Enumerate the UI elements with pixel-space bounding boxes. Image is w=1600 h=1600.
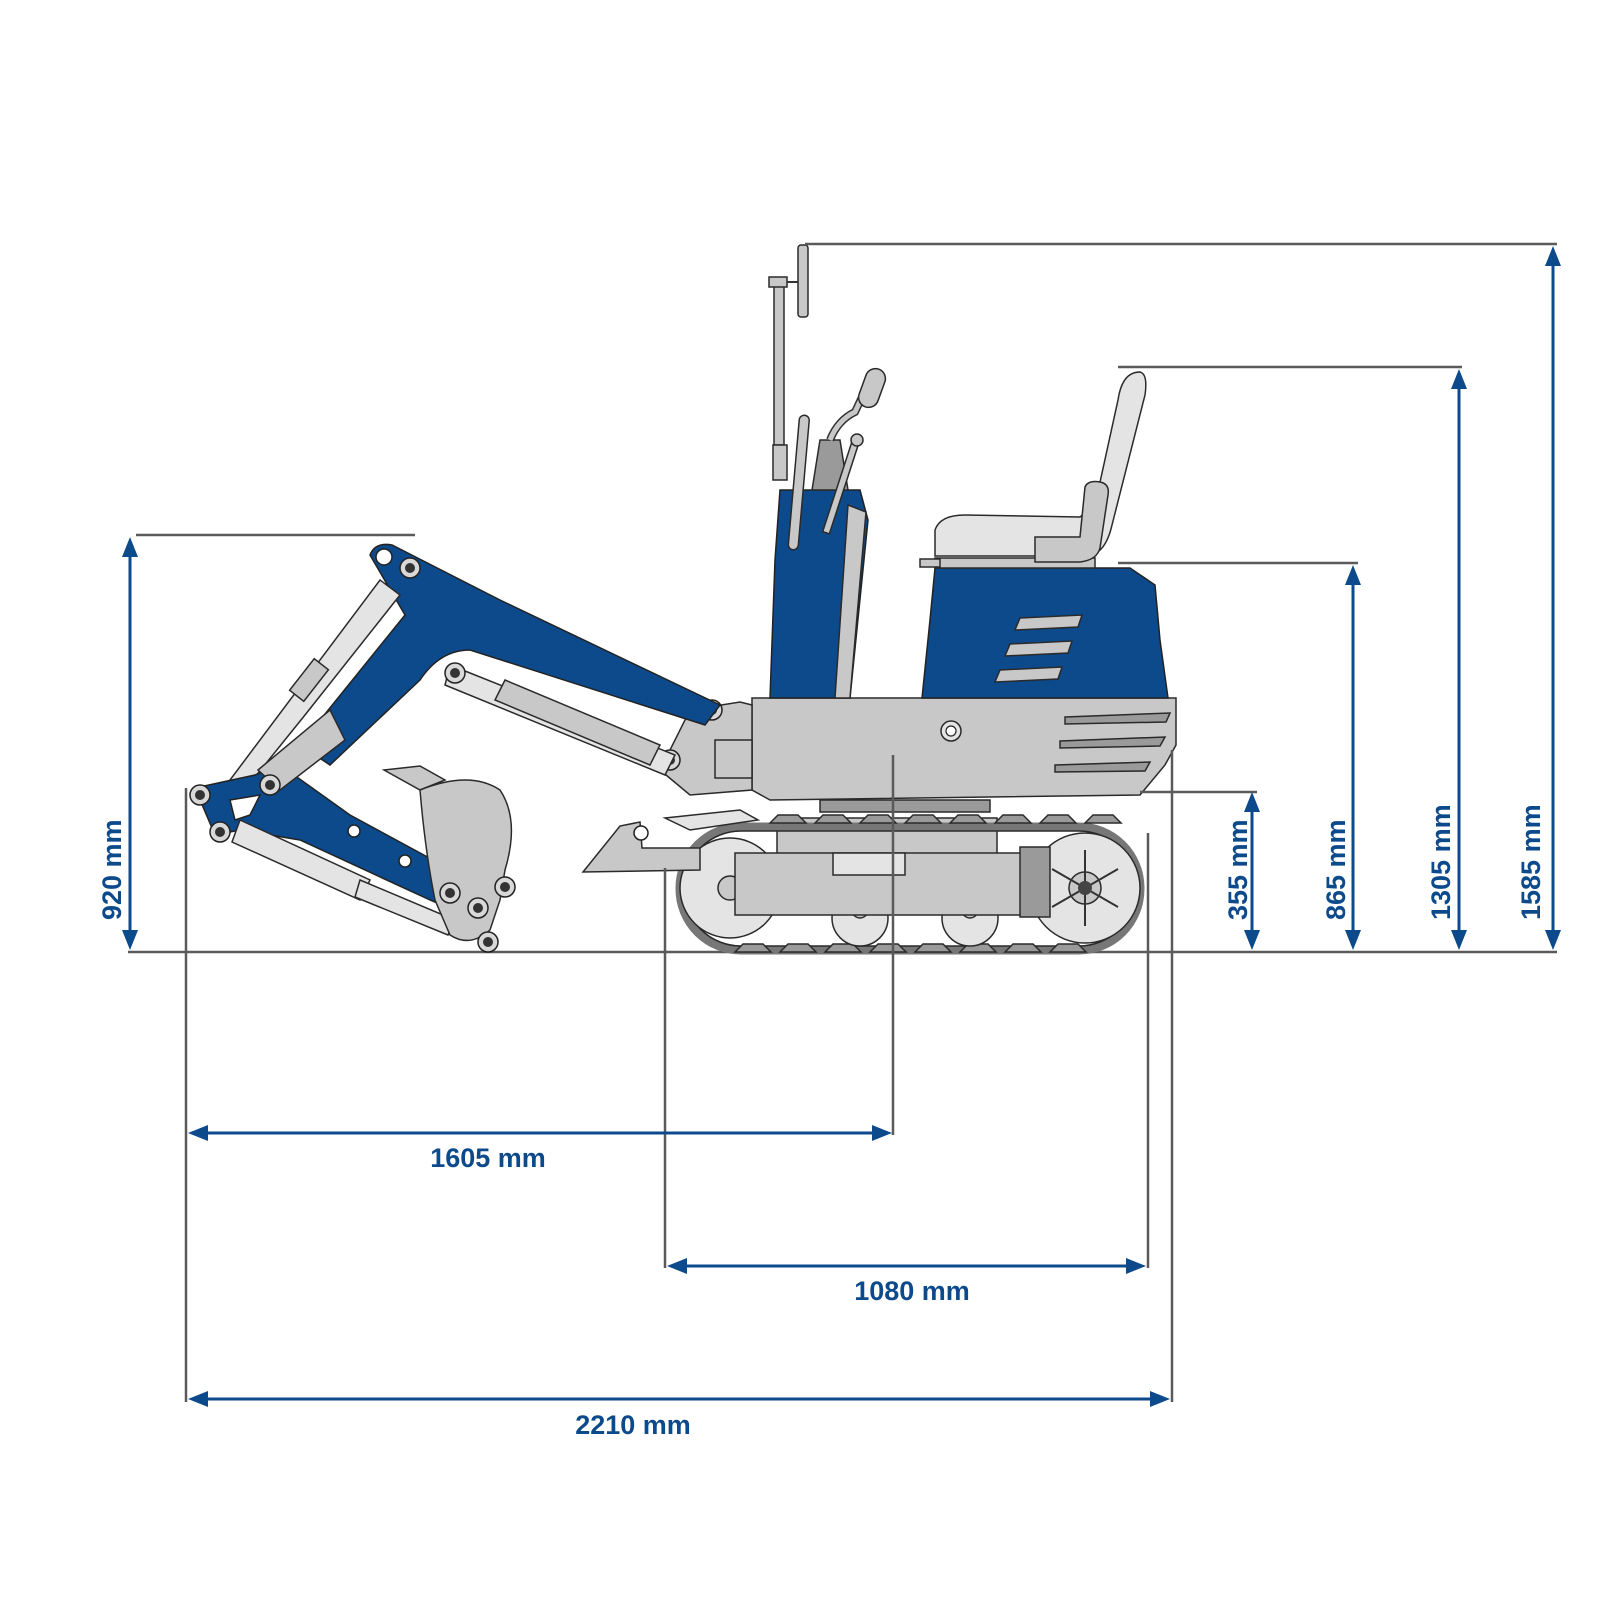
- excavator-illustration: [189, 244, 1177, 955]
- dim-label-865: 865 mm: [1321, 819, 1351, 920]
- dim-label-920: 920 mm: [97, 819, 127, 920]
- track-assembly: [675, 814, 1145, 955]
- boom-cylinder: [444, 662, 677, 776]
- dim-label-355: 355 mm: [1223, 819, 1253, 920]
- joystick-handle: [857, 367, 887, 409]
- drive-sprocket: [1029, 832, 1141, 944]
- engine-hood: [921, 567, 1169, 699]
- dim-label-1585: 1585 mm: [1516, 804, 1546, 920]
- swing-bearing: [819, 799, 991, 813]
- dimension-1605: 1605 mm: [188, 1125, 892, 1173]
- upper-frame: [751, 697, 1177, 801]
- dim-label-1305: 1305 mm: [1426, 804, 1456, 920]
- bucket-cylinder: [231, 818, 457, 936]
- track-grousers: [733, 814, 1123, 953]
- mirror-arm: [773, 284, 785, 446]
- track-frame-plate: [832, 852, 906, 876]
- bucket: [381, 765, 516, 953]
- dimension-1305: 1305 mm: [1426, 369, 1467, 950]
- dimension-865: 865 mm: [1321, 565, 1361, 950]
- arm-cylinder: [213, 578, 402, 809]
- dim-label-2210: 2210 mm: [575, 1410, 691, 1440]
- extension-lines: [136, 242, 1557, 1402]
- dim-label-1605: 1605 mm: [430, 1143, 546, 1173]
- dimension-920: 920 mm: [97, 537, 138, 950]
- boom: [298, 543, 722, 766]
- lever-1: [787, 414, 810, 551]
- motor-housing: [1019, 846, 1051, 918]
- control-tower: [768, 244, 887, 699]
- dimension-1585: 1585 mm: [1516, 246, 1561, 950]
- dimension-1080: 1080 mm: [667, 1258, 1146, 1306]
- dimension-355: 355 mm: [1223, 792, 1260, 950]
- operator-seat: [919, 371, 1147, 569]
- dozer-blade: [581, 809, 761, 873]
- dim-label-1080: 1080 mm: [854, 1276, 970, 1306]
- mirror: [797, 244, 809, 318]
- dimension-2210: 2210 mm: [188, 1391, 1170, 1440]
